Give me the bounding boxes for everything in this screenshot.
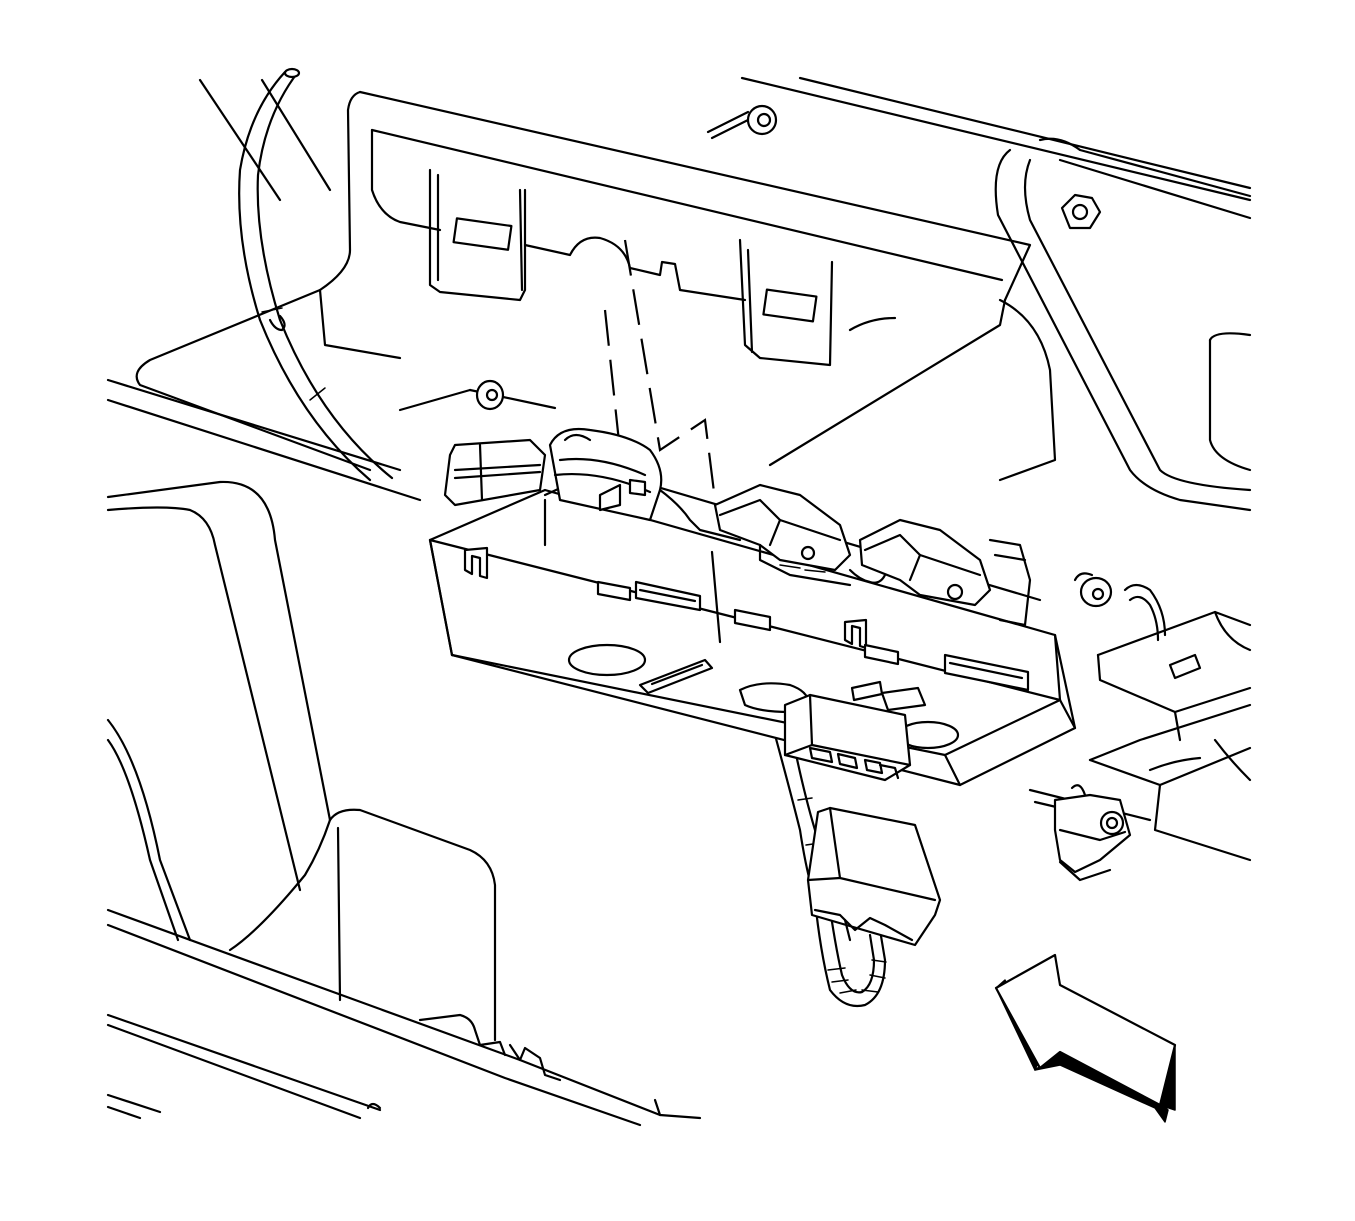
bracket-slot-2: [762, 288, 818, 323]
bottom-slot-2: [880, 686, 927, 712]
round-connector: [548, 427, 742, 542]
upper-panel-lines: [106, 76, 1252, 502]
bolt-left: [398, 379, 557, 412]
slot-a: [596, 580, 632, 602]
brace-bolt: [1060, 193, 1102, 230]
alignment-guide-2: [623, 239, 717, 501]
center-connector-2: [848, 518, 1032, 627]
harness-connector: [806, 806, 942, 947]
mount-hole-1: [567, 643, 647, 677]
cross-brace: [994, 137, 1252, 512]
lower-left-panel: [106, 480, 702, 1127]
slot-d: [863, 643, 900, 666]
left-connector: [443, 438, 547, 507]
bracket-bolt: [1079, 576, 1113, 608]
mounting-bracket: [135, 90, 1032, 472]
bracket-slot-1: [452, 217, 513, 251]
clip-left: [463, 546, 489, 580]
center-connector-1: [713, 483, 852, 587]
clip-right: [843, 618, 868, 650]
slot-c: [733, 608, 772, 632]
direction-arrow-icon: [994, 953, 1177, 1123]
slot-e: [943, 653, 1030, 692]
right-mount-bracket: [1073, 572, 1252, 862]
harness-clip: [1028, 784, 1152, 882]
bolt-top: [706, 104, 778, 140]
module-plug: [783, 693, 912, 782]
wiring-harness: [773, 733, 887, 1008]
tube-left: [238, 67, 394, 482]
